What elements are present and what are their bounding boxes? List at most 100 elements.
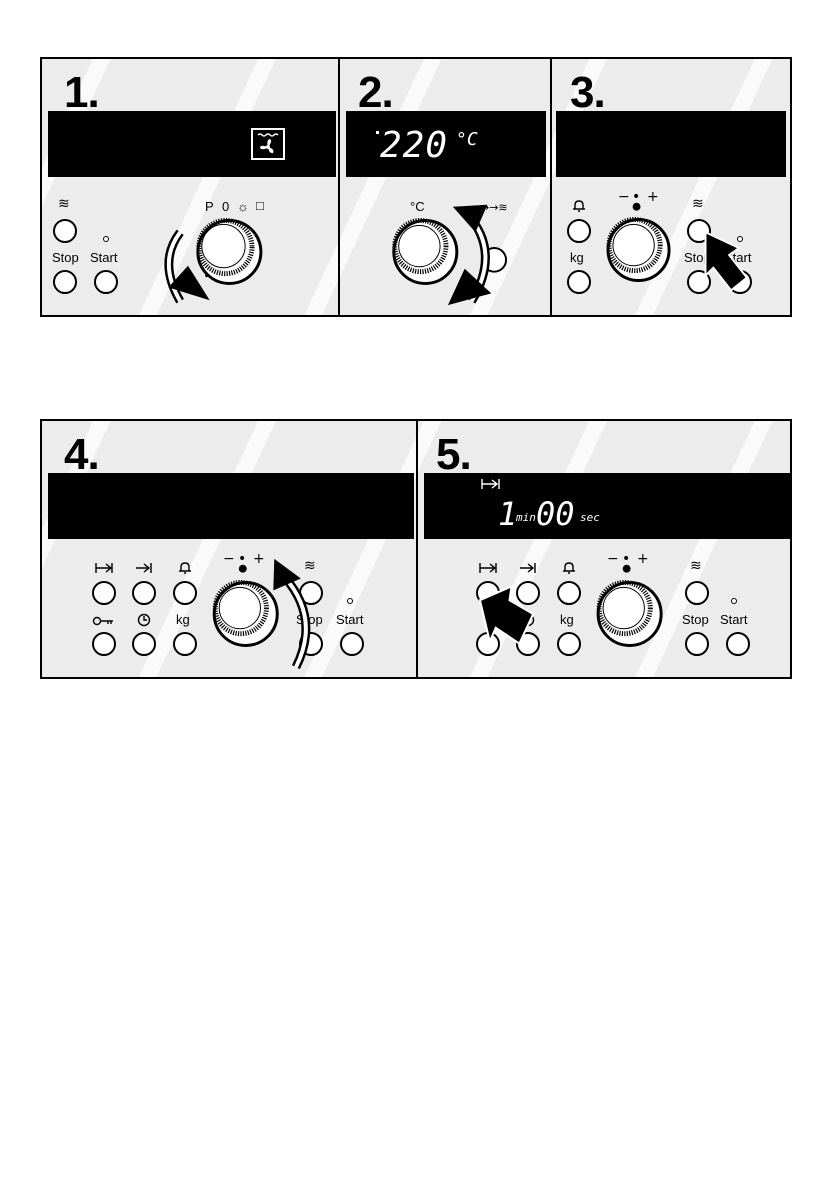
- indicator-dot: [376, 131, 379, 134]
- oven-display: 1 min 00 sec: [424, 473, 790, 539]
- hot-air-fan-icon: [251, 128, 285, 160]
- start-button[interactable]: [726, 632, 750, 656]
- duration-button[interactable]: [92, 581, 116, 605]
- stop-label: Stop: [682, 612, 709, 627]
- temperature-readout: 220: [380, 125, 449, 166]
- temperature-unit: °C: [456, 129, 478, 150]
- stop-button[interactable]: [685, 632, 709, 656]
- clock-button[interactable]: [132, 632, 156, 656]
- start-button[interactable]: [340, 632, 364, 656]
- timer-button[interactable]: [557, 581, 581, 605]
- oven-display: [48, 473, 414, 539]
- panel-divider: [338, 59, 340, 315]
- function-selector-knob: [196, 218, 263, 285]
- temperature-knob-label: °C: [410, 199, 425, 214]
- stop-label: Stop: [684, 250, 711, 265]
- step-1-graphics: [164, 218, 263, 304]
- seconds-readout: 00: [536, 495, 575, 533]
- knob-label-p: P: [205, 199, 214, 214]
- knob-label-light: ☼: [237, 199, 249, 214]
- plus-symbol: +: [637, 551, 649, 567]
- start-led: [347, 598, 353, 604]
- plus-symbol: +: [647, 189, 659, 205]
- stop-button[interactable]: [53, 270, 77, 294]
- minus-symbol: −: [223, 551, 235, 567]
- weight-button[interactable]: [173, 632, 197, 656]
- step-5-graphics: [478, 564, 663, 647]
- step-2-panel: 2. 220 °C °C →→≋: [340, 59, 550, 315]
- childlock-button[interactable]: [92, 632, 116, 656]
- hot-air-button[interactable]: [685, 581, 709, 605]
- start-led: [103, 236, 109, 242]
- timer-button[interactable]: [567, 219, 591, 243]
- step-5-panel: 5. 1 min 00 sec kg − •: [418, 421, 790, 677]
- dot-symbol: •: [238, 551, 247, 567]
- minus-symbol: −: [618, 189, 630, 205]
- control-strip-bottom: 4. kg − • + ≋ Stop Start: [40, 419, 792, 679]
- key-icon: [92, 616, 113, 626]
- temperature-knob: [392, 218, 459, 285]
- step-number: 4.: [64, 430, 100, 479]
- hot-air-symbol: ≋: [58, 196, 70, 212]
- step-3-panel: 3. kg − • + ≋ Stop Start: [552, 59, 790, 315]
- hot-air-symbol: ≋: [304, 558, 316, 574]
- dot-symbol: •: [632, 189, 641, 205]
- minutes-readout: 1: [498, 495, 518, 533]
- bell-icon: [573, 200, 585, 212]
- stop-label: Stop: [52, 250, 79, 265]
- step-2-graphics: [392, 204, 508, 306]
- minutes-unit: min: [516, 511, 536, 524]
- step-4-graphics: [212, 558, 311, 670]
- weight-button[interactable]: [567, 270, 591, 294]
- weight-button[interactable]: [557, 632, 581, 656]
- weight-label: kg: [176, 612, 190, 627]
- start-led: [731, 598, 737, 604]
- start-led: [737, 236, 743, 242]
- step-number: 2.: [358, 68, 394, 117]
- hot-air-button[interactable]: [53, 219, 77, 243]
- step-4-panel: 4. kg − • + ≋ Stop Start: [42, 421, 416, 677]
- setting-knob: [606, 217, 671, 283]
- panel-divider: [416, 421, 418, 677]
- end-time-button[interactable]: [132, 581, 156, 605]
- oven-display: [556, 111, 786, 177]
- weight-label: kg: [570, 250, 584, 265]
- duration-icon: [95, 563, 113, 573]
- rotate-arrow-icon: [273, 558, 311, 670]
- rapid-heat-symbol: →→≋: [480, 201, 508, 214]
- rotate-arrow-icon: [447, 204, 492, 306]
- bell-icon: [563, 562, 575, 574]
- panel-divider: [550, 59, 552, 315]
- oven-display: 220 °C: [346, 111, 546, 177]
- start-label: Start: [90, 250, 118, 265]
- step-1-panel: 1. ≋ Stop Start P 0 ☼ □: [42, 59, 338, 315]
- knob-label-0: 0: [222, 199, 230, 214]
- start-button[interactable]: [94, 270, 118, 294]
- step-number: 3.: [570, 68, 606, 117]
- bell-icon: [179, 562, 191, 574]
- timer-button[interactable]: [173, 581, 197, 605]
- step-number: 5.: [436, 430, 472, 479]
- end-time-icon: [136, 563, 152, 573]
- step-number: 1.: [64, 68, 100, 117]
- control-strip-top: 1. ≋ Stop Start P 0 ☼ □: [40, 57, 792, 317]
- weight-label: kg: [560, 612, 574, 627]
- hot-air-symbol: ≋: [692, 196, 704, 212]
- setting-knob: [596, 580, 663, 647]
- start-label: Start: [336, 612, 364, 627]
- knob-label-off: □: [256, 198, 264, 213]
- setting-knob: [212, 580, 279, 647]
- end-time-icon: [520, 563, 536, 573]
- rotate-arrow-icon: [164, 229, 210, 304]
- start-label: Start: [720, 612, 748, 627]
- minus-symbol: −: [607, 551, 619, 567]
- end-time-button[interactable]: [516, 581, 540, 605]
- duration-indicator-icon: [481, 479, 500, 489]
- hot-air-symbol: ≋: [690, 558, 702, 574]
- duration-icon: [479, 563, 497, 573]
- dot-symbol: •: [622, 551, 631, 567]
- step-3-graphics: [606, 202, 749, 292]
- plus-symbol: +: [253, 551, 265, 567]
- stop-button[interactable]: [687, 270, 711, 294]
- press-arrow-icon: [478, 584, 535, 645]
